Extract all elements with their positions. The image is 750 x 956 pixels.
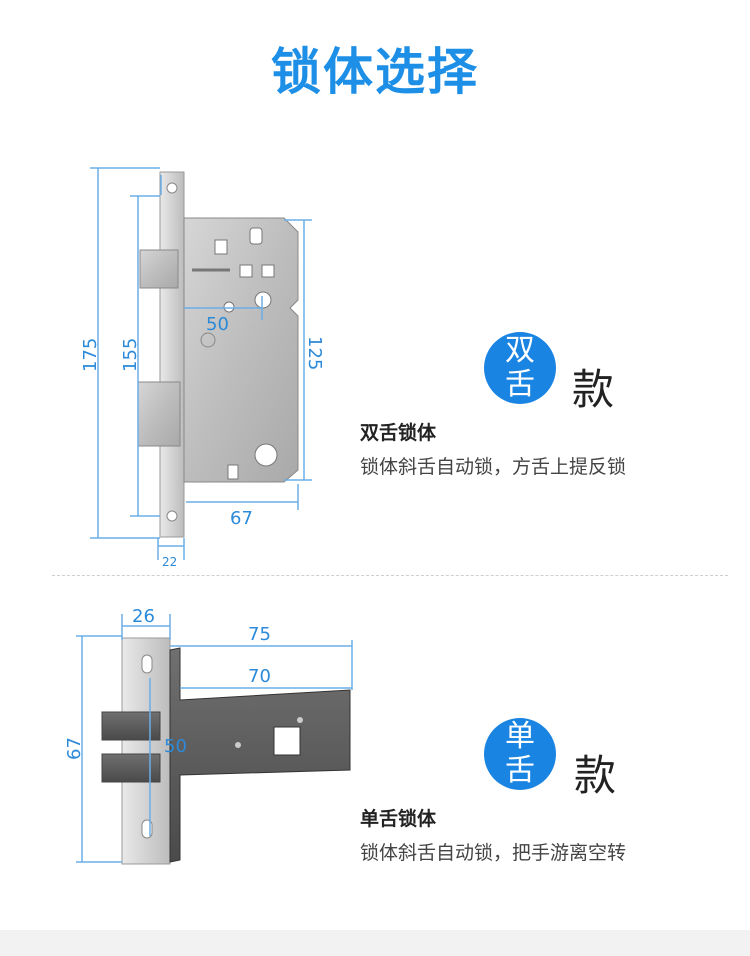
dead-bolt — [137, 381, 181, 447]
double-badge: 双 舌 — [484, 332, 556, 404]
double-badge-suffix: 款 — [572, 365, 615, 414]
section-divider — [52, 575, 728, 576]
dim-inner: 155 — [120, 338, 141, 372]
dim-depth: 67 — [230, 508, 253, 529]
single-badge: 单 舌 — [484, 718, 556, 790]
faceplate — [159, 171, 185, 538]
latch-bolt — [139, 249, 179, 289]
page-title: 锁体选择 — [271, 43, 479, 101]
footer-bar — [0, 930, 750, 956]
single-badge-suffix: 款 — [574, 751, 617, 800]
dim-faceplate: 22 — [162, 555, 177, 569]
dim-backset: 50 — [206, 314, 229, 335]
dim-total: 175 — [80, 338, 101, 372]
lock-case — [183, 217, 299, 483]
double-lock-name: 双舌锁体 — [360, 422, 437, 444]
single-lock-description: 锁体斜舌自动锁，把手游离空转 — [360, 842, 627, 864]
dim-body: 125 — [304, 336, 325, 370]
single-lock-name: 单舌锁体 — [360, 808, 437, 830]
double-lock-description: 锁体斜舌自动锁，方舌上提反锁 — [360, 456, 627, 478]
